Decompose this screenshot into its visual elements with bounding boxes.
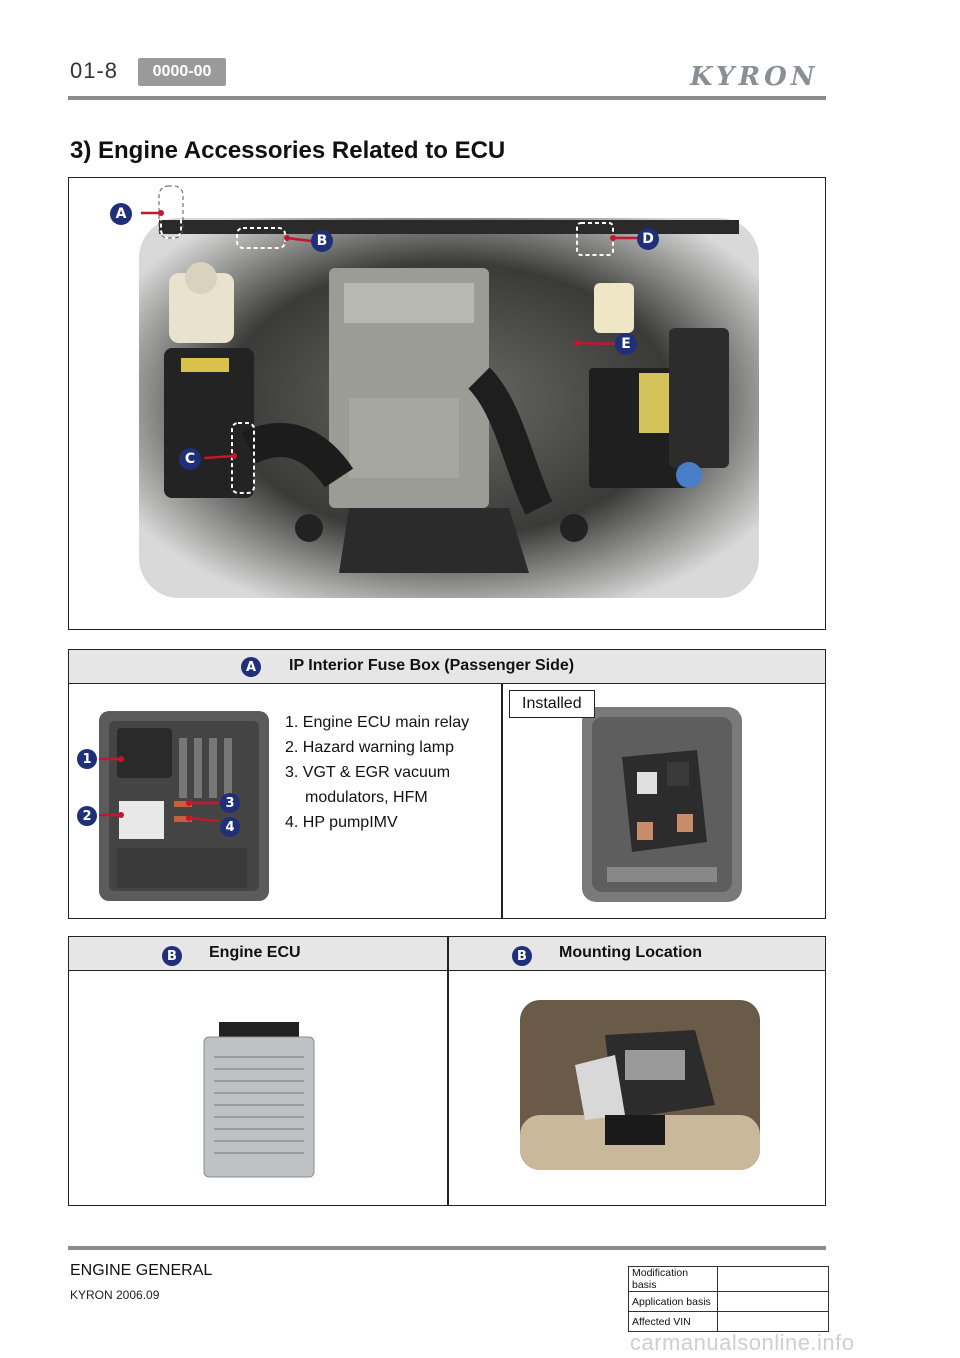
installed-photo: [582, 707, 742, 902]
fuse-divider: [501, 683, 503, 918]
revision-info-table: Modification basis Application basis Aff…: [628, 1266, 829, 1332]
fuse-item-2: 2. Hazard warning lamp: [285, 739, 454, 756]
ecu-header: B Engine ECU B Mounting Location: [69, 937, 825, 971]
fuse-item-list: 1. Engine ECU main relay 2. Hazard warni…: [285, 710, 469, 835]
callout-e: E: [615, 333, 637, 355]
mounting-location-title: Mounting Location: [559, 944, 703, 961]
fuse-callout-2: 2: [77, 806, 97, 826]
modification-basis-value: [717, 1266, 829, 1292]
ecu-header-divider: [447, 937, 449, 970]
application-basis-label: Application basis: [628, 1291, 718, 1312]
callout-d: D: [637, 228, 659, 250]
engine-bay-photo: A B C D E: [68, 177, 826, 630]
fuse-box-title: IP Interior Fuse Box (Passenger Side): [289, 657, 575, 674]
installed-label: Installed: [509, 690, 595, 718]
footer-title: ENGINE GENERAL: [70, 1262, 213, 1279]
affected-vin-label: Affected VIN: [628, 1311, 718, 1332]
callout-c: C: [179, 448, 201, 470]
info-row: Modification basis: [628, 1266, 829, 1292]
affected-vin-value: [717, 1311, 829, 1332]
fuse-callout-1: 1: [77, 749, 97, 769]
fuse-callout-a: A: [241, 657, 261, 677]
footer-subtitle: KYRON 2006.09: [70, 1288, 160, 1302]
fuse-item-1: 1. Engine ECU main relay: [285, 714, 470, 731]
code-badge: 0000-00: [138, 58, 226, 86]
fuse-box-photo: [99, 711, 269, 901]
fuse-callout-3: 3: [220, 793, 240, 813]
callout-a: A: [110, 203, 132, 225]
engine-bay-illustration: [139, 185, 759, 598]
engine-ecu-title: Engine ECU: [209, 944, 301, 961]
callout-b: B: [311, 230, 333, 252]
ecu-panel: B Engine ECU B Mounting Location: [68, 936, 826, 1206]
ecu-callout-b-right: B: [512, 946, 532, 966]
header-rule: [68, 96, 826, 100]
info-row: Affected VIN: [628, 1311, 829, 1332]
section-title: 3) Engine Accessories Related to ECU: [70, 137, 506, 164]
fuse-box-panel: A IP Interior Fuse Box (Passenger Side) …: [68, 649, 826, 919]
modification-basis-label: Modification basis: [628, 1266, 718, 1292]
mounting-location-photo: [520, 1000, 760, 1170]
fuse-item-3: 3. VGT & EGR vacuum: [285, 764, 451, 781]
brand-logo: KYRON: [690, 62, 819, 92]
info-row: Application basis: [628, 1291, 829, 1312]
ecu-callout-b-left: B: [162, 946, 182, 966]
fuse-callout-4: 4: [220, 817, 240, 837]
watermark: carmanualsonline.info: [630, 1330, 855, 1355]
application-basis-value: [717, 1291, 829, 1312]
page-number: 01-8: [70, 58, 119, 83]
fuse-item-3-cont: modulators, HFM: [305, 789, 428, 806]
engine-ecu-photo: [203, 1022, 315, 1178]
ecu-divider: [447, 970, 449, 1205]
fuse-item-4: 4. HP pumpIMV: [285, 814, 398, 831]
fuse-box-header: A IP Interior Fuse Box (Passenger Side): [69, 650, 825, 684]
footer-rule: [68, 1246, 826, 1250]
